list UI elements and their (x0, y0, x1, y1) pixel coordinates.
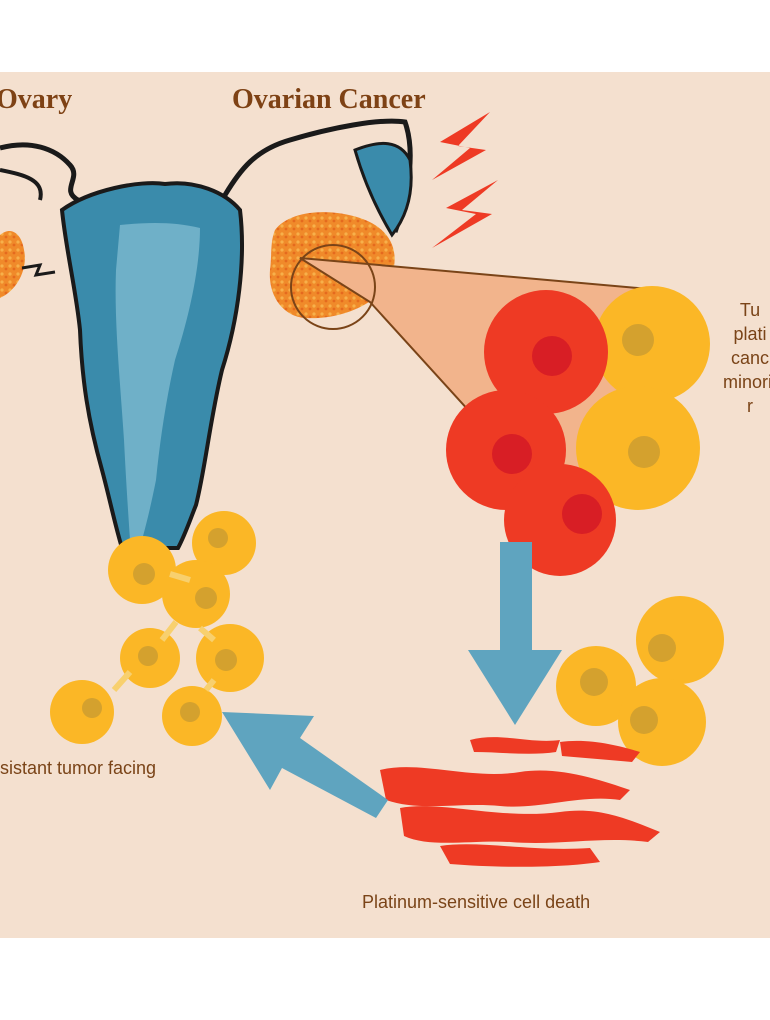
lightning-bolt (432, 112, 490, 180)
resistant-cell-nucleus (215, 649, 237, 671)
resistant-cell-nucleus (648, 634, 676, 662)
ovarian-cancer-label: Ovarian Cancer (232, 84, 426, 115)
side-line: canc (730, 348, 770, 368)
resistant-tumor-label: sistant tumor facing (0, 758, 157, 778)
resistant-cell (618, 678, 706, 766)
surviving-cell-cluster (556, 596, 724, 766)
magnifier-circle (290, 244, 376, 330)
right-tube-fimbriae (353, 141, 413, 238)
resistant-cell (50, 680, 114, 744)
uterus-inner (115, 223, 200, 541)
sensitive-cell-nucleus (562, 494, 602, 534)
resistant-cell-nucleus (208, 528, 228, 548)
side-line: Tu (739, 300, 761, 320)
down-arrow (468, 542, 562, 725)
left-fallopian-tube-outer (0, 168, 43, 201)
side-line: plati (733, 324, 767, 344)
resistant-cell (636, 596, 724, 684)
resistant-cell-nucleus (580, 668, 608, 696)
resistant-cell-nucleus (630, 706, 658, 734)
resistant-cell-nucleus (180, 702, 200, 722)
cell-death-splatter (380, 737, 660, 867)
cell-death-label: Platinum-sensitive cell death (362, 892, 591, 912)
resistant-cell-nucleus (133, 563, 155, 585)
magnified-cells (446, 286, 710, 576)
resistant-cell-nucleus (195, 587, 217, 609)
side-text-block: Tu plati canc minorit r (700, 298, 770, 418)
sensitive-cell-nucleus (492, 434, 532, 474)
resistant-cell-nucleus (628, 436, 660, 468)
ovary-label: Ovary (0, 84, 73, 115)
resistant-cell-nucleus (138, 646, 158, 666)
resistant-cell-nucleus (82, 698, 102, 718)
lightning-bolt (432, 180, 498, 248)
sensitive-cell-nucleus (532, 336, 572, 376)
side-line: r (747, 396, 753, 416)
resistant-cell-nucleus (622, 324, 654, 356)
left-fallopian-tube (0, 142, 80, 203)
side-line: minorit (722, 372, 770, 392)
resistant-cell-cluster (50, 511, 264, 746)
left-ovary-ligament (21, 263, 56, 277)
cell-junctions (111, 571, 217, 692)
left-ovary (0, 230, 25, 298)
return-arrow (222, 712, 388, 818)
